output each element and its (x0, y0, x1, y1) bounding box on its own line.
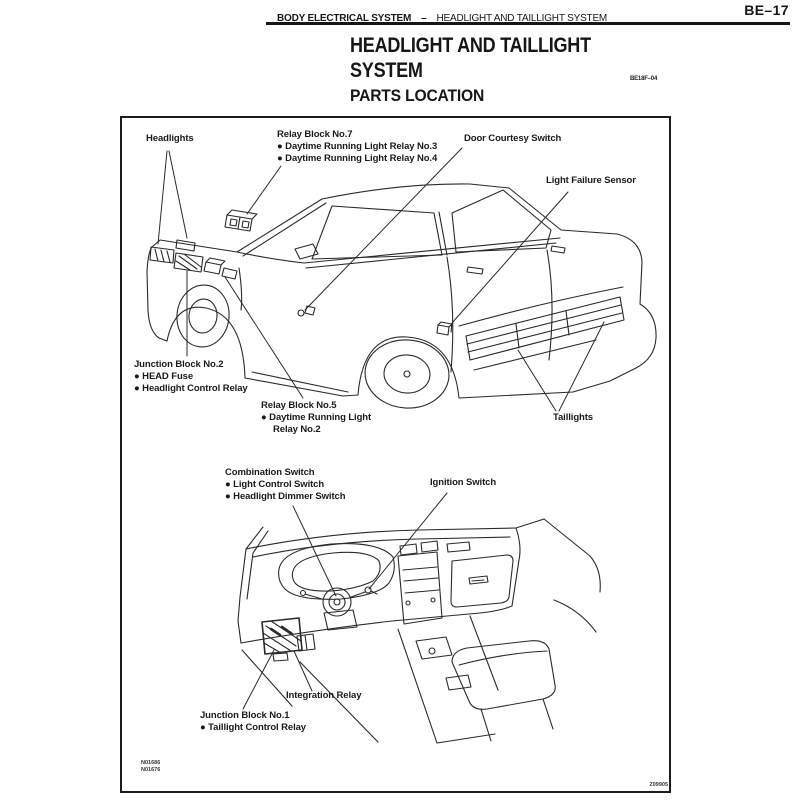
header-topic: HEADLIGHT AND TAILLIGHT SYSTEM (436, 13, 608, 24)
page-title-line2: SYSTEM (350, 59, 423, 82)
page-number: BE–17 (744, 2, 789, 18)
label-door-courtesy-switch: Door Courtesy Switch (464, 133, 562, 144)
header-dash: – (421, 13, 427, 24)
label-junction-block-2: Junction Block No.2 ● HEAD Fuse ● Headli… (134, 359, 248, 394)
header-rule (266, 22, 790, 25)
label-ignition-switch: Ignition Switch (430, 477, 497, 488)
label-relay-block-5: Relay Block No.5 ● Daytime Running Light… (261, 400, 372, 435)
running-header: BODY ELECTRICAL SYSTEM–HEADLIGHT AND TAI… (277, 13, 607, 24)
section-code: BE18F–04 (630, 76, 658, 82)
label-integration-relay: Integration Relay (286, 690, 362, 701)
header-section: BODY ELECTRICAL SYSTEM (277, 13, 412, 24)
section-heading: PARTS LOCATION (350, 86, 485, 105)
label-taillights: Taillights (553, 412, 593, 423)
label-combination-switch: Combination Switch ● Light Control Switc… (225, 467, 346, 502)
label-junction-block-1: Junction Block No.1 ● Taillight Control … (200, 710, 306, 733)
label-headlights: Headlights (146, 133, 194, 144)
page-title-line1: HEADLIGHT AND TAILLIGHT (350, 34, 591, 57)
label-relay-block-7: Relay Block No.7 ● Daytime Running Light… (277, 129, 438, 164)
label-light-failure-sensor: Light Failure Sensor (546, 175, 636, 186)
photo-code-block: N01686 N01676 (141, 760, 161, 773)
figure-border (120, 116, 671, 793)
figure-code-right: Z09905 (649, 782, 668, 788)
